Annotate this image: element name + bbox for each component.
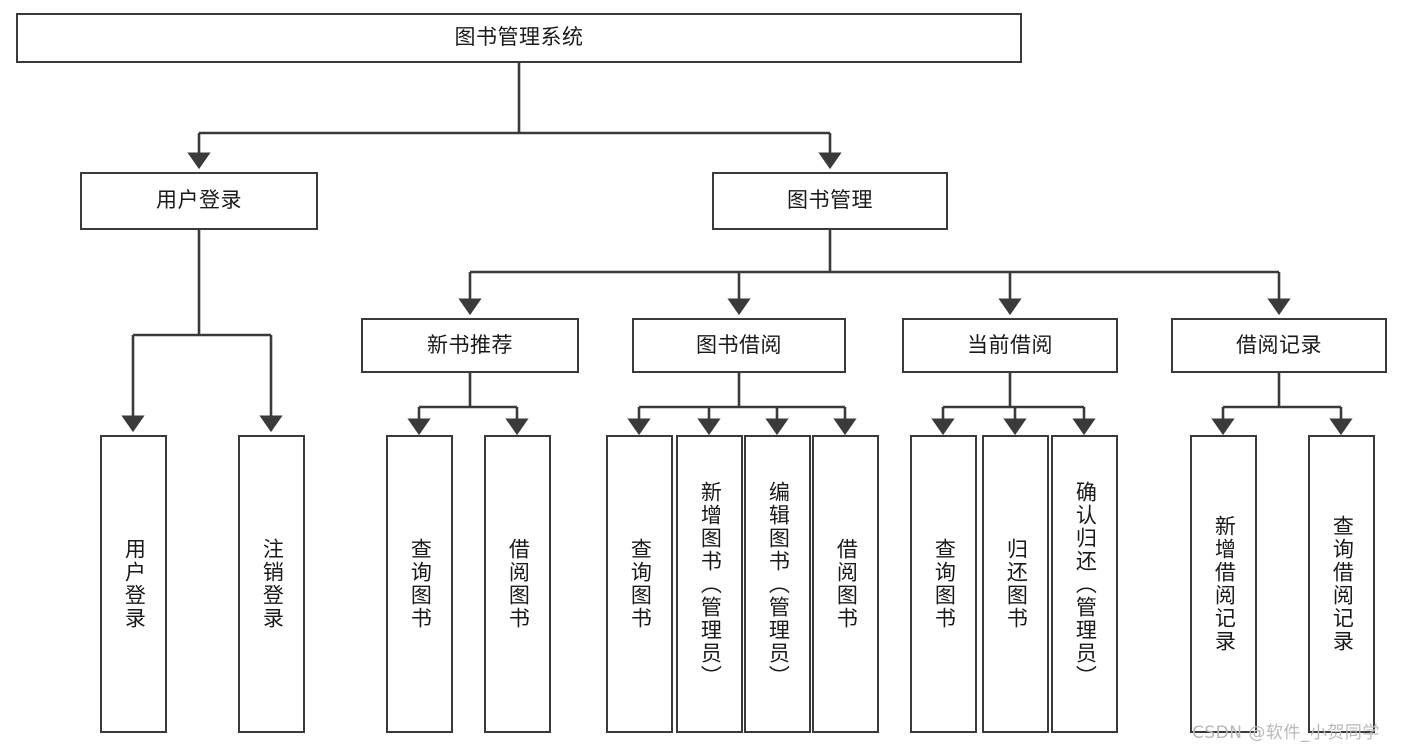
node-leaf-user-login[interactable]: 用户登录 [100,435,167,733]
node-leaf-add-record-label: 新增借阅记录 [1212,515,1237,653]
node-leaf-query-book-2-label: 查询图书 [628,538,653,630]
node-leaf-query-book-3[interactable]: 查询图书 [910,435,977,733]
node-leaf-confirm-return[interactable]: 确认归还（管理员） [1051,435,1118,733]
node-leaf-edit-book-label: 编辑图书（管理员） [766,480,791,688]
node-root[interactable]: 图书管理系统 [16,13,1022,63]
node-new-book-recommend-label: 新书推荐 [427,332,513,357]
node-new-book-recommend[interactable]: 新书推荐 [361,318,579,373]
node-book-borrow[interactable]: 图书借阅 [632,318,846,373]
node-leaf-query-book-3-label: 查询图书 [932,538,957,630]
node-leaf-logout[interactable]: 注销登录 [238,435,305,733]
node-borrow-record[interactable]: 借阅记录 [1171,318,1387,373]
node-leaf-edit-book[interactable]: 编辑图书（管理员） [744,435,811,733]
node-leaf-query-book-1-label: 查询图书 [408,538,433,630]
node-leaf-user-login-label: 用户登录 [122,538,147,630]
node-leaf-borrow-book-1[interactable]: 借阅图书 [484,435,551,733]
node-root-label: 图书管理系统 [454,25,584,50]
node-leaf-query-record-label: 查询借阅记录 [1330,515,1355,653]
node-leaf-add-book[interactable]: 新增图书（管理员） [676,435,743,733]
node-leaf-return-book-label: 归还图书 [1004,538,1029,630]
node-leaf-query-book-2[interactable]: 查询图书 [606,435,673,733]
node-book-borrow-label: 图书借阅 [696,332,782,357]
node-current-borrow[interactable]: 当前借阅 [902,318,1118,373]
node-leaf-add-book-label: 新增图书（管理员） [698,480,723,688]
node-leaf-query-book-1[interactable]: 查询图书 [386,435,453,733]
node-leaf-query-record[interactable]: 查询借阅记录 [1308,435,1375,733]
node-user-login[interactable]: 用户登录 [80,172,318,230]
node-leaf-add-record[interactable]: 新增借阅记录 [1190,435,1257,733]
node-leaf-borrow-book-2[interactable]: 借阅图书 [812,435,879,733]
node-leaf-logout-label: 注销登录 [260,538,285,630]
node-user-login-label: 用户登录 [156,188,242,213]
node-leaf-borrow-book-2-label: 借阅图书 [834,538,859,630]
node-book-manage[interactable]: 图书管理 [712,172,948,230]
node-leaf-borrow-book-1-label: 借阅图书 [506,538,531,630]
node-leaf-confirm-return-label: 确认归还（管理员） [1073,480,1098,688]
watermark-text: CSDN @软件_小贺同学 [1192,723,1380,743]
node-borrow-record-label: 借阅记录 [1236,332,1322,357]
node-current-borrow-label: 当前借阅 [967,332,1053,357]
node-leaf-return-book[interactable]: 归还图书 [982,435,1049,733]
node-book-manage-label: 图书管理 [787,188,873,213]
